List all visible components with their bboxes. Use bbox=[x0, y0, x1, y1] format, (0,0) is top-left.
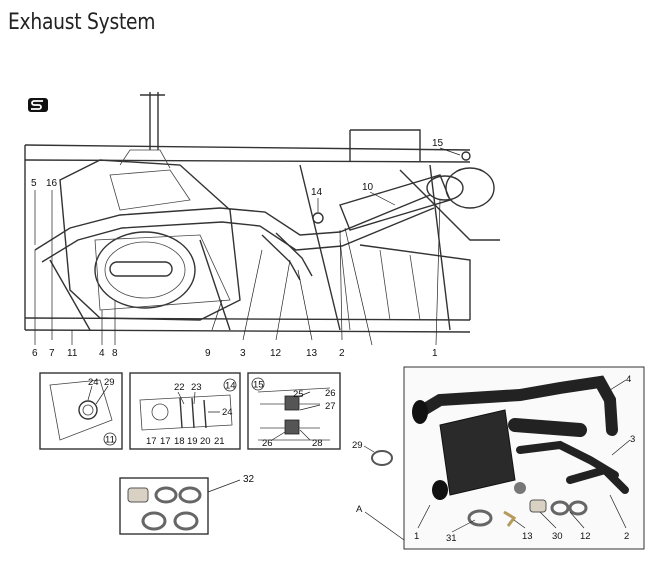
inset14-label-21: 21 bbox=[214, 436, 225, 447]
inset14-badge: 14 bbox=[225, 381, 236, 392]
inset14-label-23: 23 bbox=[191, 382, 202, 393]
callout-11: 11 bbox=[67, 348, 78, 359]
inset14-label-20: 20 bbox=[200, 436, 211, 447]
callout-14: 14 bbox=[311, 187, 323, 198]
photo-label-13: 13 bbox=[522, 531, 533, 542]
part-29-label: 29 bbox=[352, 440, 363, 451]
photo-label-3: 3 bbox=[630, 434, 635, 445]
kit-32-label: 32 bbox=[243, 474, 255, 485]
callout-12: 12 bbox=[270, 348, 282, 359]
photo-label-30: 30 bbox=[552, 531, 563, 542]
inset14-label-18: 18 bbox=[174, 436, 185, 447]
photo-label-1: 1 bbox=[414, 531, 419, 542]
inset11-badge: 11 bbox=[105, 435, 115, 446]
callout-1: 1 bbox=[432, 348, 438, 359]
inset14-label-19: 19 bbox=[187, 436, 198, 447]
callout-6: 6 bbox=[32, 348, 38, 359]
inset11-label-24: 24 bbox=[88, 377, 99, 388]
inset14-label-17b: 17 bbox=[160, 436, 171, 447]
exhaust-parts-photo: A 4 3 2 1 31 13 30 12 bbox=[356, 366, 645, 550]
inset15-badge: 15 bbox=[253, 380, 264, 391]
photo-label-4: 4 bbox=[626, 374, 631, 385]
callout-16: 16 bbox=[46, 178, 58, 189]
inset11-label-29: 29 bbox=[104, 377, 115, 388]
inset14-label-22: 22 bbox=[174, 382, 185, 393]
callout-7: 7 bbox=[49, 348, 55, 359]
callout-15: 15 bbox=[432, 138, 444, 149]
photo-label-31: 31 bbox=[446, 533, 457, 544]
exhaust-pipe-diagram bbox=[34, 151, 495, 281]
vehicle-frame bbox=[24, 92, 500, 333]
kit-32: 32 bbox=[119, 474, 255, 535]
inset15-label-27: 27 bbox=[325, 401, 336, 412]
page-title: Exhaust System bbox=[8, 10, 156, 35]
inset14-label-24: 24 bbox=[222, 407, 233, 418]
s-logo-icon bbox=[28, 98, 48, 112]
photo-label-a: A bbox=[356, 504, 363, 515]
inset15-label-26a: 26 bbox=[325, 388, 336, 399]
leader-lines bbox=[34, 147, 461, 346]
part-29-ring: 29 bbox=[352, 440, 393, 466]
callout-2: 2 bbox=[339, 348, 345, 359]
callout-3: 3 bbox=[240, 348, 246, 359]
engine-assembly bbox=[59, 149, 241, 321]
inset-15: 25 26 27 26 28 15 bbox=[247, 372, 341, 450]
inset15-label-25: 25 bbox=[293, 389, 304, 400]
callout-9: 9 bbox=[205, 348, 211, 359]
inset-14: 22 23 24 17 17 18 19 20 21 14 bbox=[129, 372, 241, 450]
callout-10: 10 bbox=[362, 182, 374, 193]
callout-13: 13 bbox=[306, 348, 318, 359]
inset15-label-28: 28 bbox=[312, 438, 323, 449]
inset15-label-26b: 26 bbox=[262, 438, 273, 449]
inset-11: 24 29 11 bbox=[39, 372, 123, 450]
callout-4: 4 bbox=[99, 348, 105, 359]
callout-5: 5 bbox=[31, 178, 37, 189]
photo-label-2: 2 bbox=[624, 531, 629, 542]
inset14-label-17a: 17 bbox=[146, 436, 157, 447]
callout-8: 8 bbox=[112, 348, 118, 359]
photo-label-12: 12 bbox=[580, 531, 591, 542]
